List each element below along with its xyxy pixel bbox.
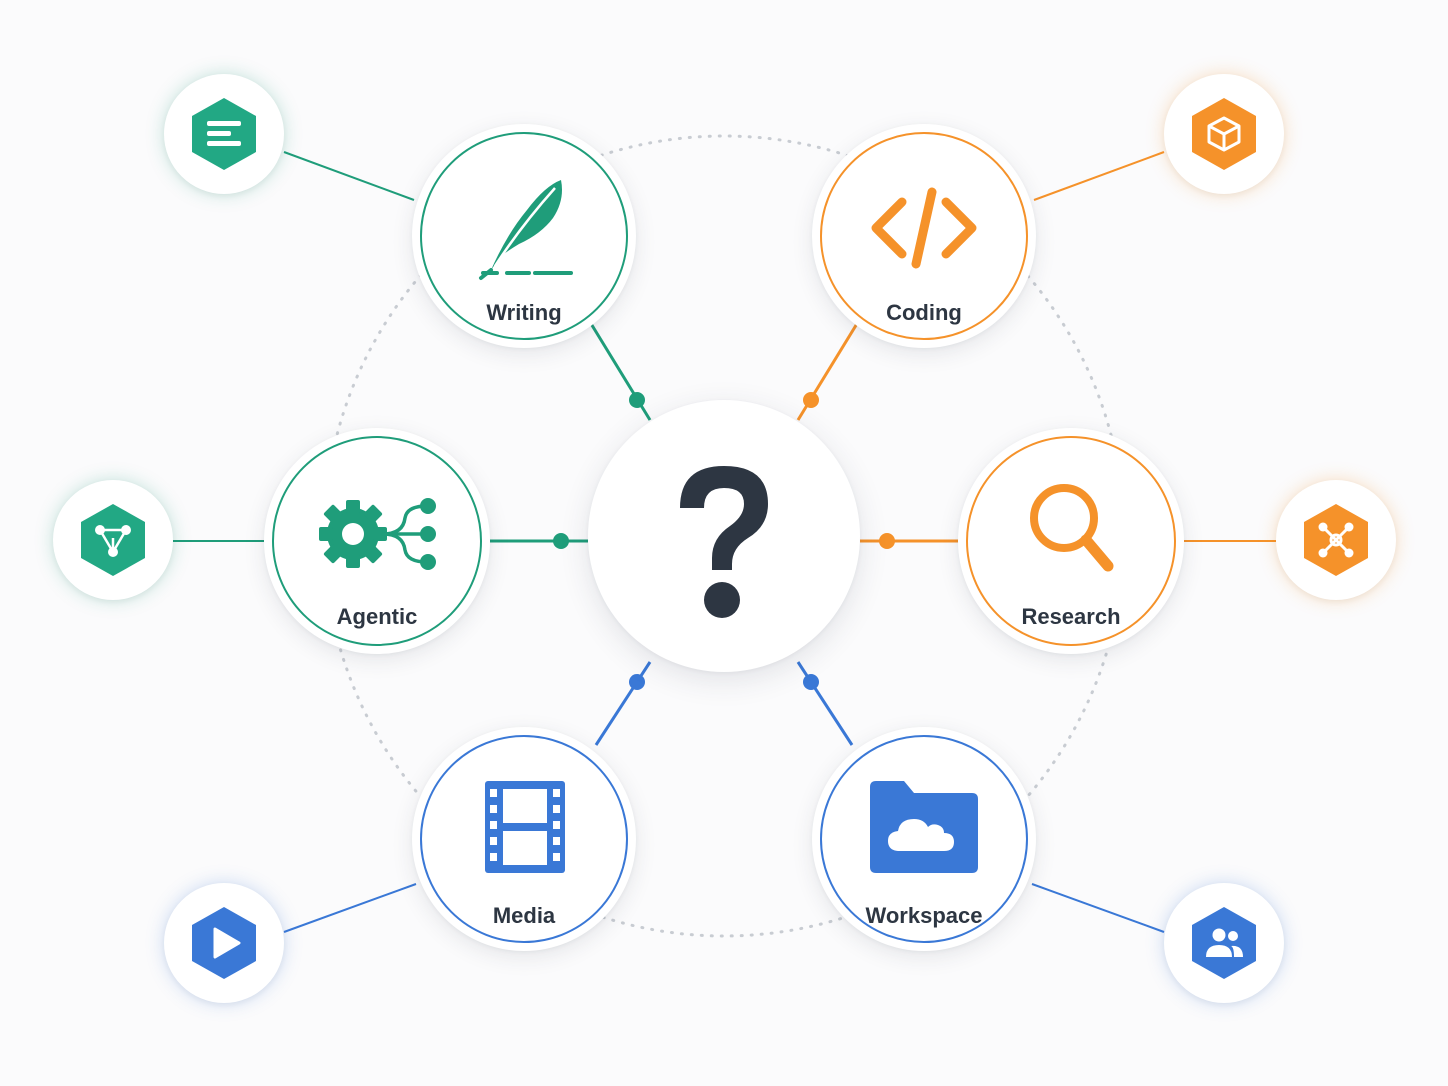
quill-icon xyxy=(479,180,573,280)
network-nodes-icon xyxy=(81,504,145,576)
node-coding[interactable]: Coding xyxy=(812,124,1036,348)
node-agentic[interactable]: Agentic xyxy=(264,428,490,654)
spoke-dot-writing xyxy=(629,392,645,408)
users-icon xyxy=(1192,907,1256,979)
node-label-writing: Writing xyxy=(486,300,562,325)
gear-network-icon xyxy=(319,498,436,570)
sat-link-workspace xyxy=(1031,883,1165,933)
spoke-workspace xyxy=(796,661,854,746)
spoke-dot-agentic xyxy=(553,533,569,549)
question-mark-icon xyxy=(680,466,768,618)
spoke-dot-workspace xyxy=(803,674,819,690)
node-label-research: Research xyxy=(1021,604,1121,629)
node-research[interactable]: Research xyxy=(958,428,1184,654)
node-label-workspace: Workspace xyxy=(865,903,983,928)
satellite-writing[interactable] xyxy=(164,74,284,194)
node-writing[interactable]: Writing xyxy=(412,124,636,348)
satellite-media[interactable] xyxy=(164,883,284,1003)
cube-icon xyxy=(1192,98,1256,170)
sat-link-writing xyxy=(283,151,415,201)
hub-nodes-icon xyxy=(1304,504,1368,576)
central-hub[interactable] xyxy=(588,400,860,672)
document-lines-icon xyxy=(192,98,256,170)
spoke-media xyxy=(594,661,652,746)
film-strip-icon xyxy=(485,781,565,873)
magnifier-icon xyxy=(1030,484,1114,572)
node-media[interactable]: Media xyxy=(412,727,636,951)
spoke-dot-coding xyxy=(803,392,819,408)
satellite-workspace[interactable] xyxy=(1164,883,1284,1003)
code-brackets-icon xyxy=(871,187,977,269)
sat-link-media xyxy=(283,883,417,933)
satellite-research[interactable] xyxy=(1276,480,1396,600)
sat-link-coding xyxy=(1033,151,1165,201)
node-label-media: Media xyxy=(492,903,556,928)
node-workspace[interactable]: Workspace xyxy=(812,727,1036,951)
node-label-agentic: Agentic xyxy=(336,604,418,629)
spoke-dot-research xyxy=(879,533,895,549)
satellite-agentic[interactable] xyxy=(53,480,173,600)
spoke-dot-media xyxy=(629,674,645,690)
node-label-coding: Coding xyxy=(886,300,962,325)
satellite-coding[interactable] xyxy=(1164,74,1284,194)
cloud-folder-icon xyxy=(870,781,978,873)
play-icon xyxy=(192,907,256,979)
